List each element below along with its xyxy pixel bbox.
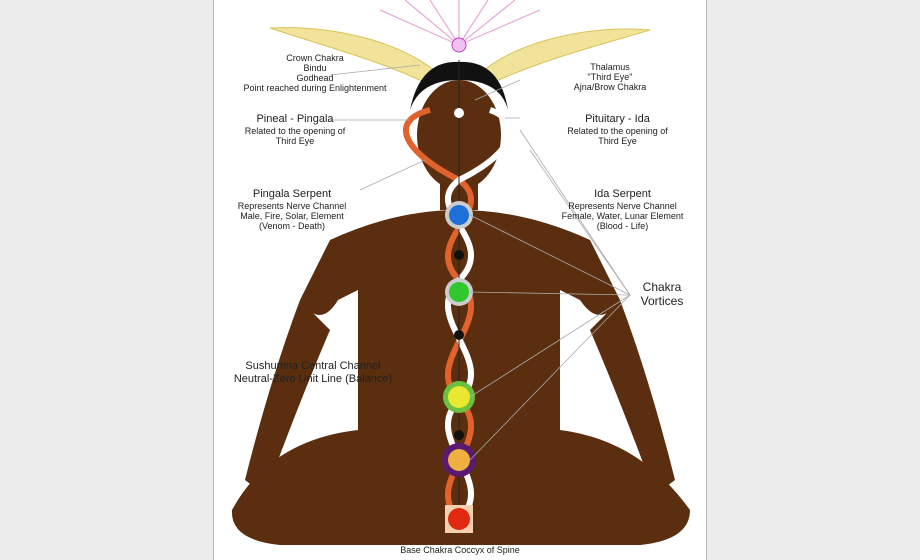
pituitary-desc: Third Eye	[598, 136, 637, 146]
pingala-title: Pingala Serpent	[252, 188, 332, 200]
hair	[410, 61, 508, 110]
base-chakra-label: Base Chakra Coccyx of Spine	[400, 545, 520, 555]
pingala-desc: Represents Nerve Channel	[237, 201, 347, 211]
third-eye	[454, 108, 464, 118]
crown-line: Bindu	[303, 63, 327, 73]
pingala-desc: (Venom - Death)	[258, 221, 326, 231]
crown-chakra	[451, 37, 467, 53]
chakras	[442, 108, 476, 533]
crown-rays	[379, 0, 541, 46]
thalamus-line: Ajna/Brow Chakra	[573, 82, 647, 92]
vortices-line: Vortices	[640, 294, 684, 308]
thalamus-label: Thalamus "Third Eye" Ajna/Brow Chakra	[570, 62, 650, 92]
leader-lines	[329, 64, 631, 461]
ida-desc: Represents Nerve Channel	[568, 201, 677, 211]
sushumna-line: Neutral-Zero Unit Line (Balance)	[233, 373, 393, 385]
root-chakra	[448, 508, 470, 530]
pineal-label: Pineal - Pingala Related to the opening …	[240, 113, 350, 146]
ida-title: Ida Serpent	[594, 188, 651, 200]
throat-chakra	[449, 205, 469, 225]
pituitary-label: Pituitary - Ida Related to the opening o…	[560, 113, 675, 146]
thalamus-line: Thalamus	[590, 62, 630, 72]
sushumna-line: Sushumna Central Channel	[245, 360, 381, 372]
crown-line: Godhead	[296, 73, 334, 83]
ida-serpent-label: Ida Serpent Represents Nerve Channel Fem…	[560, 188, 685, 231]
chakra-vortices-label: Chakra Vortices	[632, 280, 692, 308]
ida-desc: Female, Water, Lunar Element	[561, 211, 684, 221]
ida-desc: (Blood - Life)	[596, 221, 649, 231]
pineal-desc: Third Eye	[275, 136, 315, 146]
pituitary-title: Pituitary - Ida	[585, 113, 650, 125]
solar-plexus-chakra	[448, 386, 470, 408]
sacral-chakra	[448, 449, 470, 471]
crown-chakra-label: Crown Chakra Bindu Godhead Point reached…	[240, 53, 390, 93]
crown-line: Crown Chakra	[286, 53, 344, 63]
pingala-serpent-label: Pingala Serpent Represents Nerve Channel…	[232, 188, 352, 231]
sushumna-label: Sushumna Central Channel Neutral-Zero Un…	[228, 360, 398, 386]
thalamus-line: "Third Eye"	[587, 72, 633, 82]
pituitary-desc: Related to the opening of	[567, 126, 668, 136]
pineal-desc: Related to the opening of	[244, 126, 346, 136]
pineal-title: Pineal - Pingala	[256, 113, 334, 125]
heart-chakra	[449, 282, 469, 302]
vortices-line: Chakra	[642, 280, 682, 294]
pingala-desc: Male, Fire, Solar, Element	[240, 211, 344, 221]
crown-line: Point reached during Enlightenment	[243, 83, 387, 93]
